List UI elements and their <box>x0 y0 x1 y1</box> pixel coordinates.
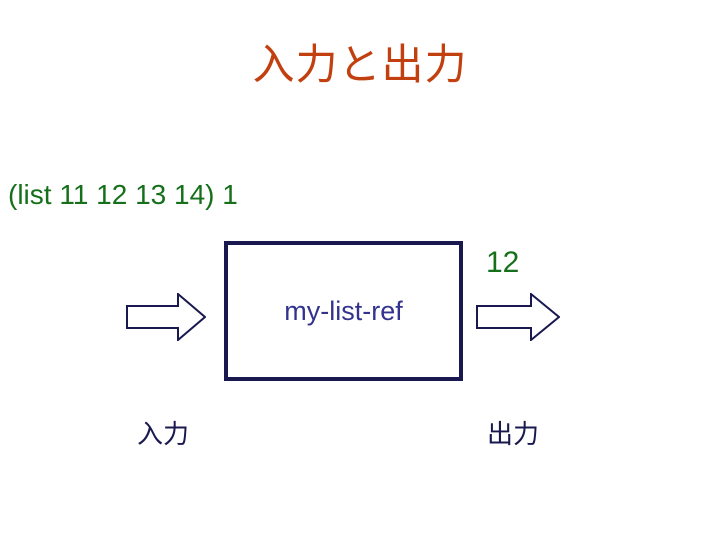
block-arrow-right-icon <box>126 293 206 341</box>
expression-text: (list 11 12 13 14) 1 <box>8 179 238 210</box>
page-title: 入力と出力 <box>252 41 468 88</box>
block-arrow-right-icon <box>476 293 560 341</box>
output-caption: 出力 <box>487 419 540 449</box>
process-box: my-list-ref <box>224 241 463 381</box>
input-caption: 入力 <box>137 419 190 449</box>
result-value: 12 <box>486 246 520 279</box>
process-box-label: my-list-ref <box>284 296 403 326</box>
